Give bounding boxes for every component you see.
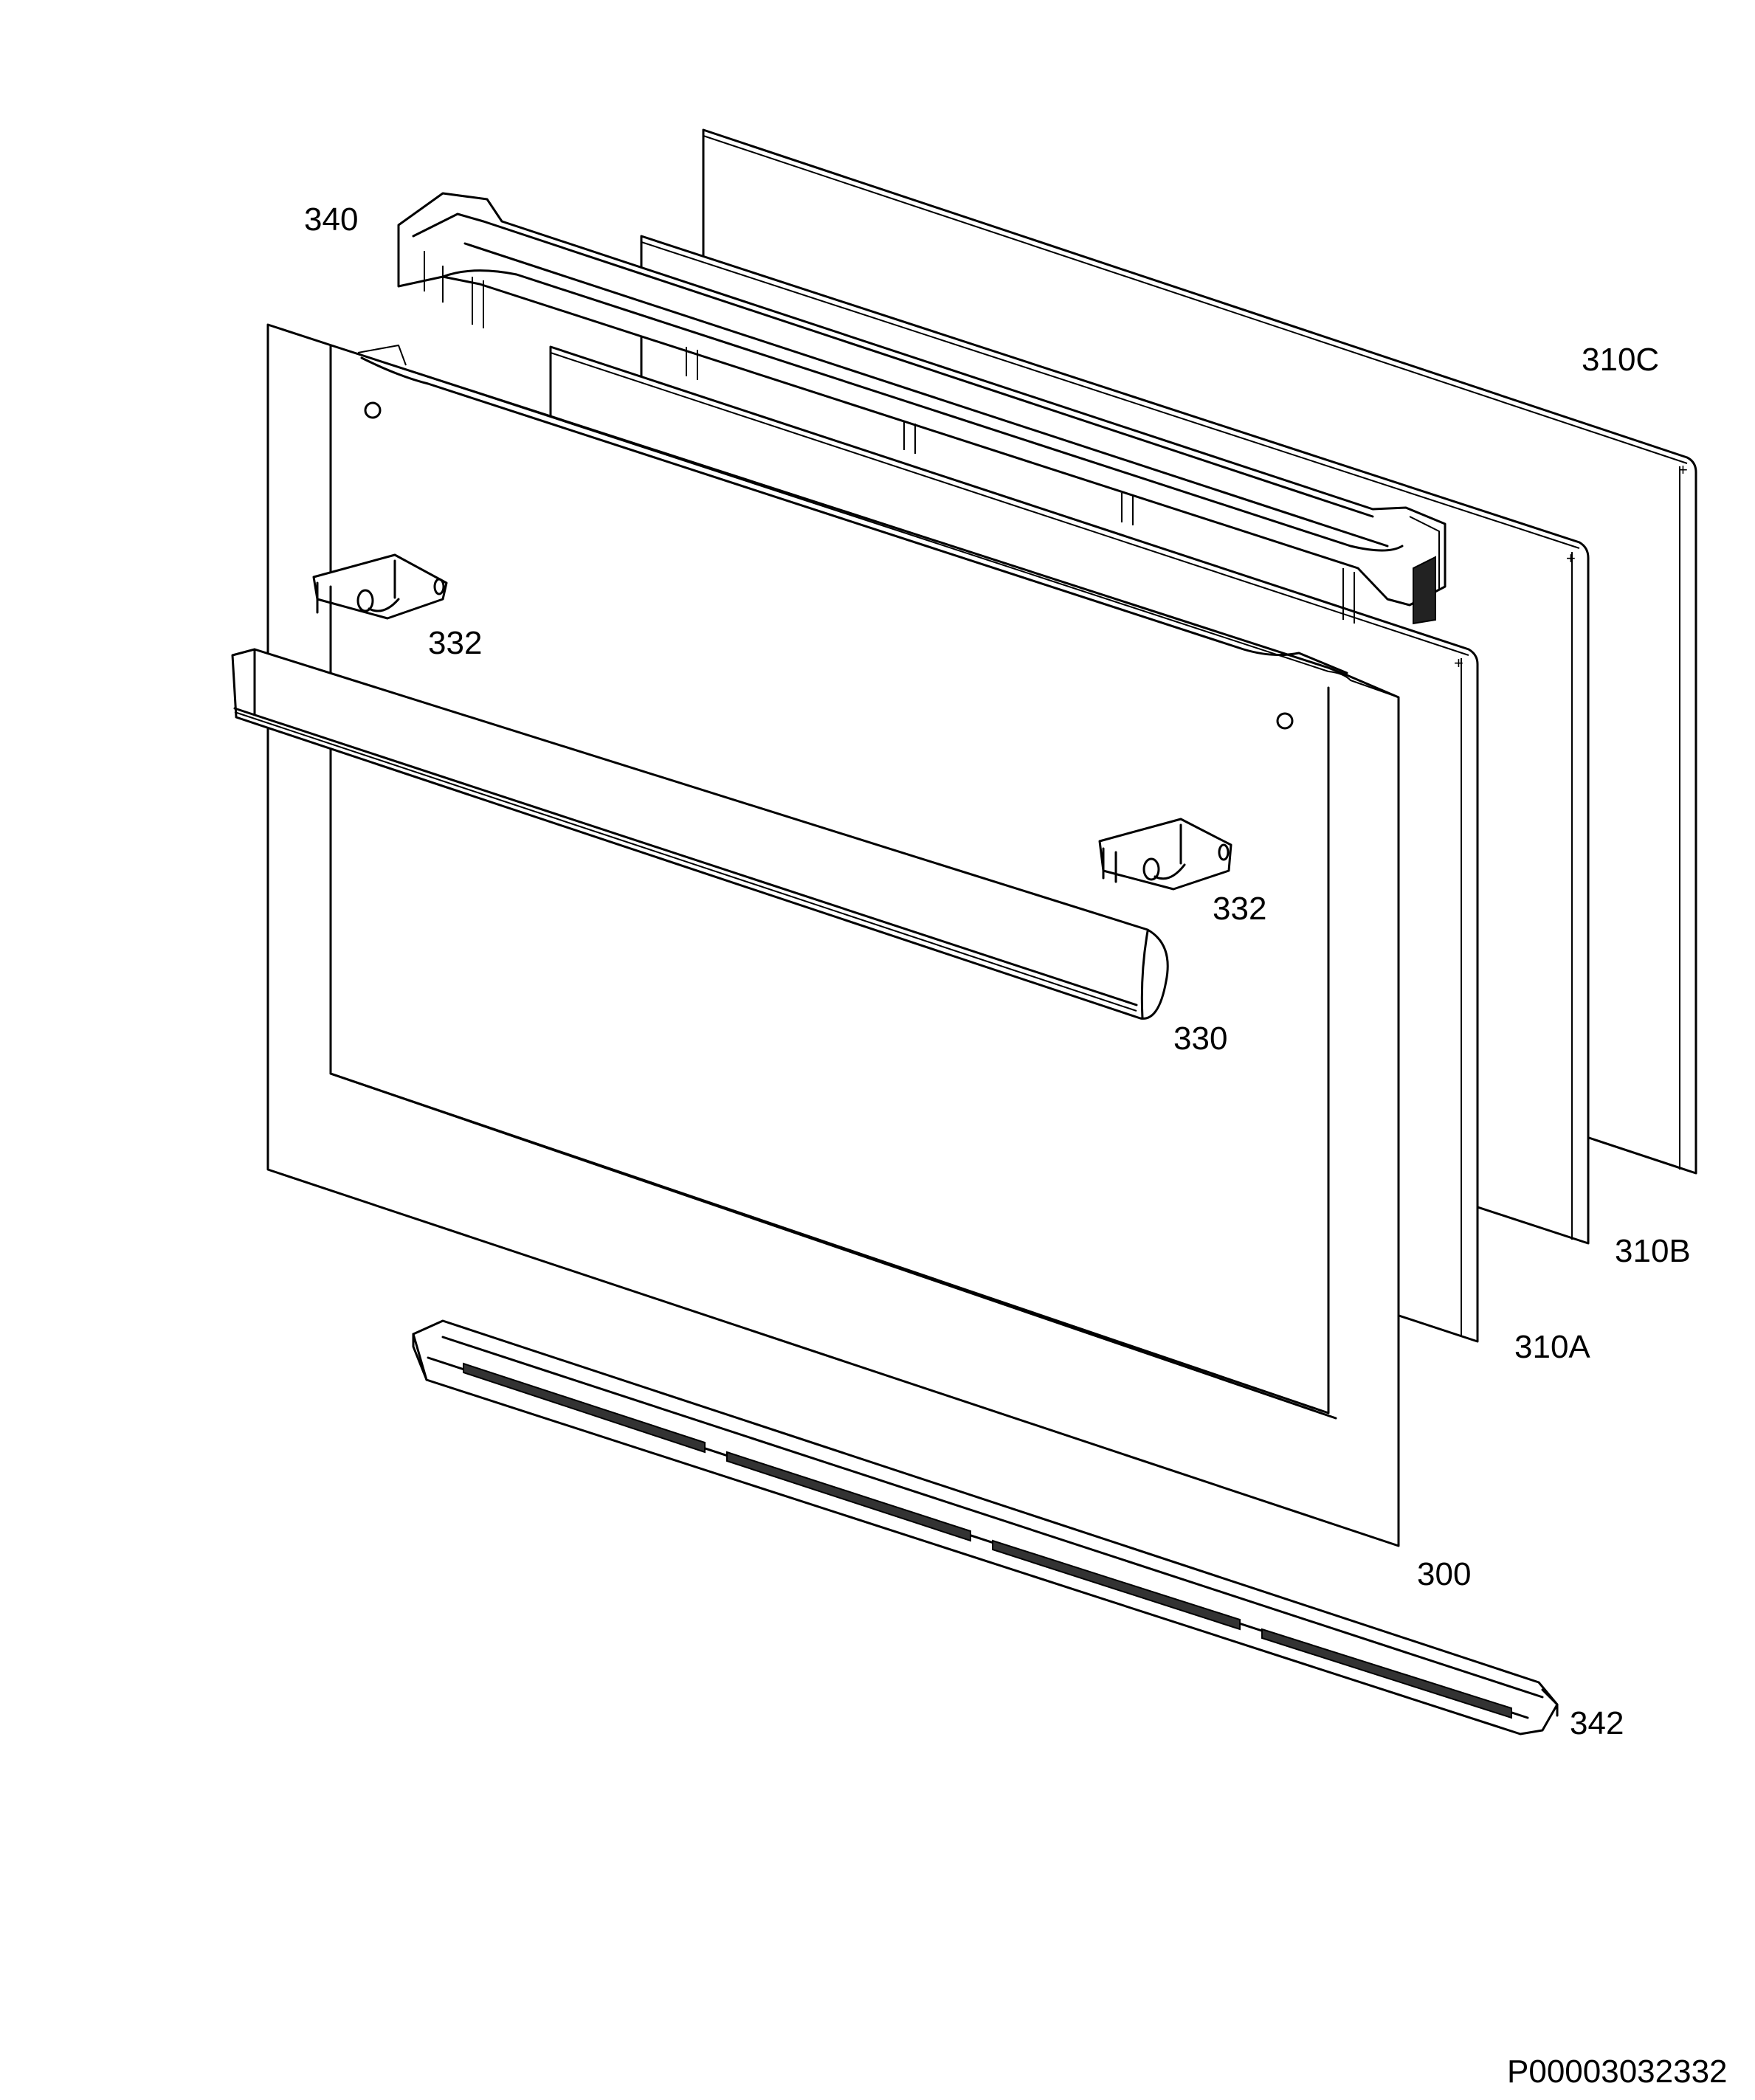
hinge-right-332 xyxy=(1098,818,1232,891)
label-310c: 310C xyxy=(1582,342,1659,378)
label-310a: 310A xyxy=(1514,1329,1590,1365)
document-number: P00003032332 xyxy=(1507,2054,1728,2090)
label-300: 300 xyxy=(1417,1556,1471,1592)
label-310b: 310B xyxy=(1615,1233,1691,1269)
top-profile-340 xyxy=(397,192,1447,625)
hinge-left-332 xyxy=(312,553,448,621)
label-342: 342 xyxy=(1570,1705,1624,1741)
handle-330 xyxy=(231,648,1169,1020)
label-340: 340 xyxy=(304,201,358,238)
svg-text:+: + xyxy=(1566,549,1576,567)
door-frame-300 xyxy=(266,323,1400,1547)
svg-text:+: + xyxy=(1454,654,1463,672)
label-332-left: 332 xyxy=(428,625,482,661)
label-330: 330 xyxy=(1173,1020,1227,1057)
bottom-profile-342 xyxy=(412,1319,1559,1735)
svg-text:+: + xyxy=(1678,460,1688,479)
label-332-right: 332 xyxy=(1213,891,1266,927)
